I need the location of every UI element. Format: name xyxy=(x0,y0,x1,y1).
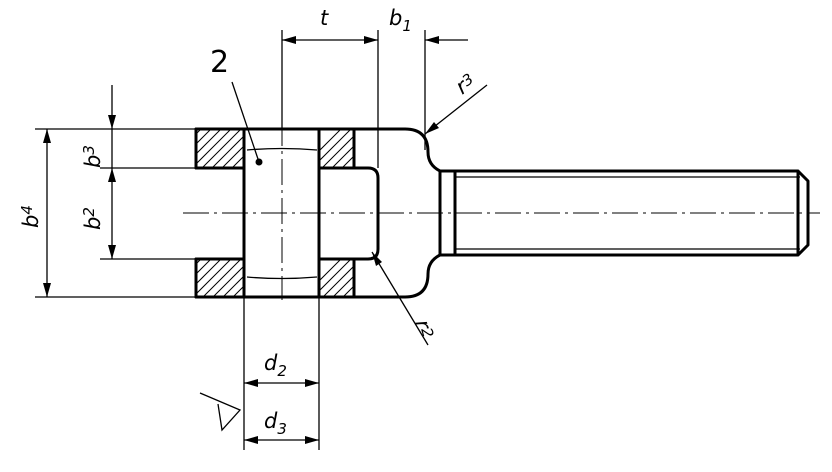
arrow xyxy=(425,122,439,134)
arrow xyxy=(372,252,382,266)
surface-finish-symbol xyxy=(199,392,242,432)
leader-r2 xyxy=(371,251,429,346)
arrow xyxy=(43,129,51,143)
dim-label-b3: b3 xyxy=(80,145,105,168)
arrow xyxy=(108,115,116,129)
threaded-rod xyxy=(438,169,810,257)
dim-label-b1: b1 xyxy=(389,6,412,35)
arrow xyxy=(108,245,116,259)
section-bottom-right xyxy=(317,257,356,299)
section-top-right xyxy=(317,127,356,170)
arrow xyxy=(244,436,258,444)
leader-part-2 xyxy=(231,81,260,163)
arrow xyxy=(282,36,296,44)
arrow xyxy=(305,379,319,387)
dim-label-t: t xyxy=(320,6,329,30)
dim-label-d2: d2 xyxy=(264,351,287,380)
dim-label-b4: b4 xyxy=(18,205,43,228)
dim-label-r2: r2 xyxy=(410,317,438,341)
section-top-left xyxy=(194,127,246,170)
pin-break-top xyxy=(246,147,318,151)
arrow xyxy=(364,36,378,44)
dim-label-d3: d3 xyxy=(264,409,287,438)
fork-slot xyxy=(317,166,380,261)
section-bottom-left xyxy=(194,257,246,299)
pin-break-bottom xyxy=(246,276,318,280)
arrow xyxy=(244,379,258,387)
part-number-label: 2 xyxy=(210,45,229,80)
arrow xyxy=(425,36,439,44)
dim-label-b2: b2 xyxy=(80,207,105,230)
arrow xyxy=(43,283,51,297)
arrow xyxy=(305,436,319,444)
